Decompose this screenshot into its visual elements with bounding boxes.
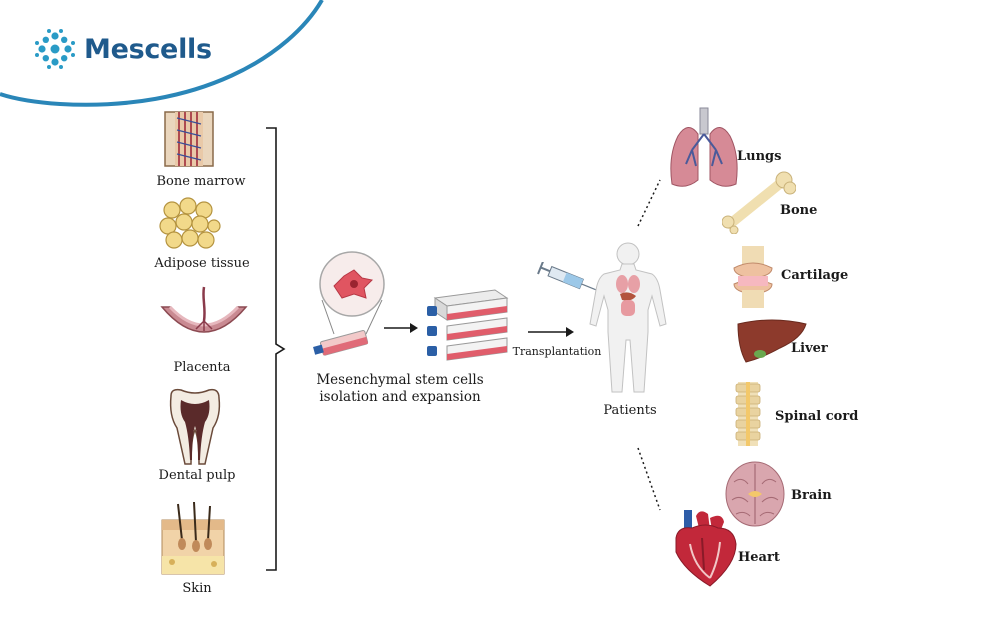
source-label-placenta: Placenta bbox=[173, 360, 231, 375]
brand-logo: Mescells bbox=[34, 28, 212, 70]
tooth-icon bbox=[169, 388, 221, 465]
bone-marrow-icon bbox=[164, 111, 214, 167]
liver-icon bbox=[737, 319, 807, 363]
process-label-line1: Mesenchymal stem cells bbox=[316, 372, 484, 388]
stem-cell-icon bbox=[313, 251, 385, 356]
organ-label-lungs: Lungs bbox=[737, 149, 782, 164]
knee-joint-icon bbox=[733, 246, 773, 308]
heart-icon bbox=[675, 510, 737, 587]
organ-label-brain: Brain bbox=[791, 488, 832, 503]
organ-label-heart: Heart bbox=[738, 550, 780, 565]
adipose-tissue-icon bbox=[159, 197, 221, 249]
brain-icon bbox=[725, 461, 785, 527]
process-arrow bbox=[384, 323, 418, 333]
skin-icon bbox=[161, 501, 225, 575]
source-label-adipose-tissue: Adipose tissue bbox=[154, 256, 250, 271]
human-body-icon bbox=[589, 242, 667, 393]
process-label-line2: isolation and expansion bbox=[319, 389, 481, 405]
dotted-connector-top bbox=[637, 179, 661, 227]
transplant-label: Transplantation bbox=[512, 345, 602, 358]
dotted-connector-bottom bbox=[637, 447, 661, 511]
organ-label-spinal-cord: Spinal cord bbox=[775, 409, 859, 424]
placenta-icon bbox=[160, 286, 248, 333]
lungs-icon bbox=[670, 107, 738, 187]
transplant-arrow bbox=[528, 327, 574, 337]
brand-arc bbox=[0, 0, 324, 107]
syringe-icon bbox=[537, 262, 601, 292]
source-label-skin: Skin bbox=[182, 581, 212, 596]
source-label-dental-pulp: Dental pulp bbox=[158, 468, 236, 483]
patient-label: Patients bbox=[603, 403, 657, 418]
mescells-logo-icon bbox=[35, 29, 75, 69]
source-label-bone-marrow: Bone marrow bbox=[156, 174, 246, 189]
culture-flask-icon bbox=[427, 289, 509, 361]
source-bracket bbox=[266, 127, 286, 571]
organ-label-bone: Bone bbox=[780, 203, 818, 218]
organ-label-liver: Liver bbox=[791, 341, 828, 356]
bone-icon bbox=[722, 171, 796, 234]
organ-label-cartilage: Cartilage bbox=[781, 268, 849, 283]
spine-icon bbox=[735, 382, 761, 446]
brand-name: Mescells bbox=[84, 33, 212, 65]
